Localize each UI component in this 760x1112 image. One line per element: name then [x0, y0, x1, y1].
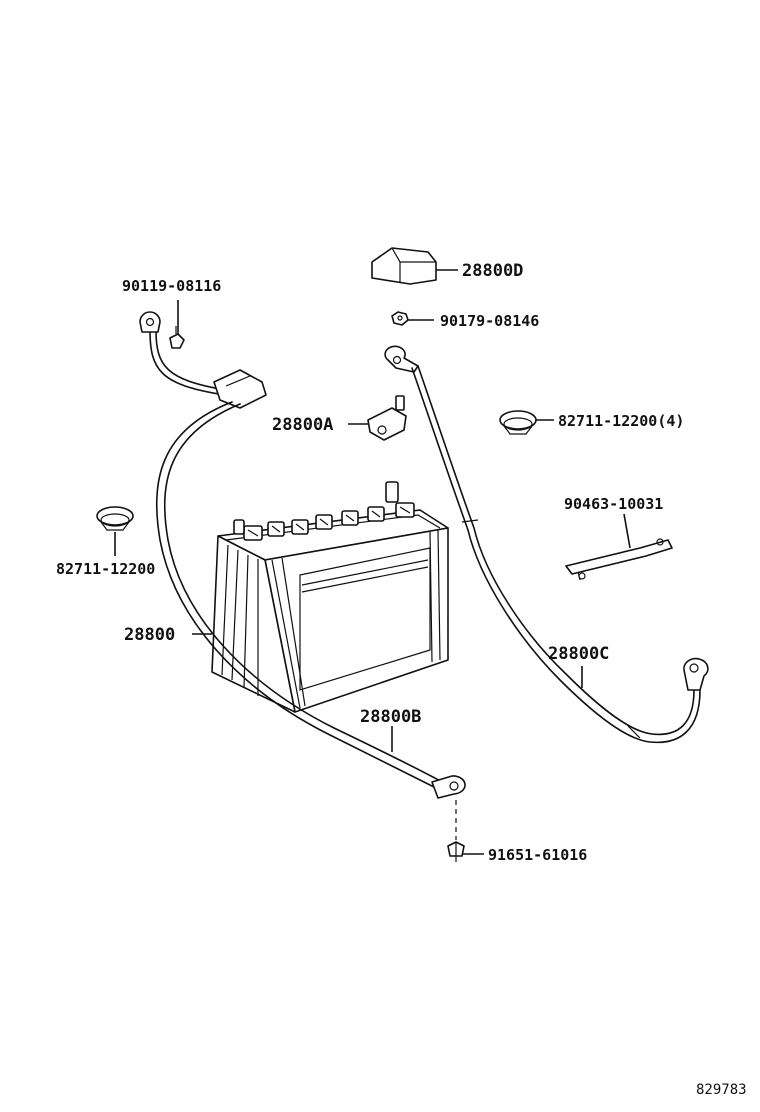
label-82711-12200: 82711-12200 — [56, 560, 155, 578]
clamp-82711[interactable] — [96, 506, 134, 531]
label-91651-61016: 91651-61016 — [488, 846, 587, 864]
cable-28800b-clamp — [213, 369, 267, 409]
battery-cell-caps — [243, 502, 415, 541]
label-90463-10031: 90463-10031 — [564, 495, 663, 513]
label-28800a: 28800A — [272, 415, 333, 435]
hold-down-clamp-90463[interactable] — [565, 538, 673, 581]
battery-terminal-negative — [233, 519, 245, 535]
leader-lines — [114, 269, 631, 855]
cable-28800c[interactable] — [384, 345, 709, 744]
label-28800: 28800 — [124, 625, 175, 645]
label-28800b: 28800B — [360, 707, 421, 727]
label-28800d: 28800D — [462, 261, 523, 281]
cable-28800c-terminal-bottom — [683, 657, 709, 691]
label-90119-08116: 90119-08116 — [122, 277, 221, 295]
label-90179-08146: 90179-08146 — [440, 312, 539, 330]
nut-90179[interactable] — [391, 311, 409, 326]
terminal-cover-28800d[interactable] — [371, 247, 437, 285]
cable-28800b-terminal-bottom — [431, 775, 466, 799]
battery-terminal-positive — [385, 481, 399, 503]
cable-28800b[interactable] — [139, 311, 466, 799]
clamp-82711-4[interactable] — [499, 410, 537, 435]
bolt-90119[interactable] — [169, 326, 185, 349]
bolt-91651[interactable] — [447, 800, 465, 862]
terminal-28800a[interactable] — [367, 395, 407, 441]
diagram-reference-number: 829783 — [696, 1082, 747, 1098]
cable-28800b-terminal-top — [139, 311, 161, 333]
label-28800c: 28800C — [548, 644, 609, 664]
cable-28800c-terminal-top — [384, 345, 419, 373]
battery[interactable] — [211, 481, 449, 713]
label-82711-12200-4: 82711-12200(4) — [558, 412, 684, 430]
